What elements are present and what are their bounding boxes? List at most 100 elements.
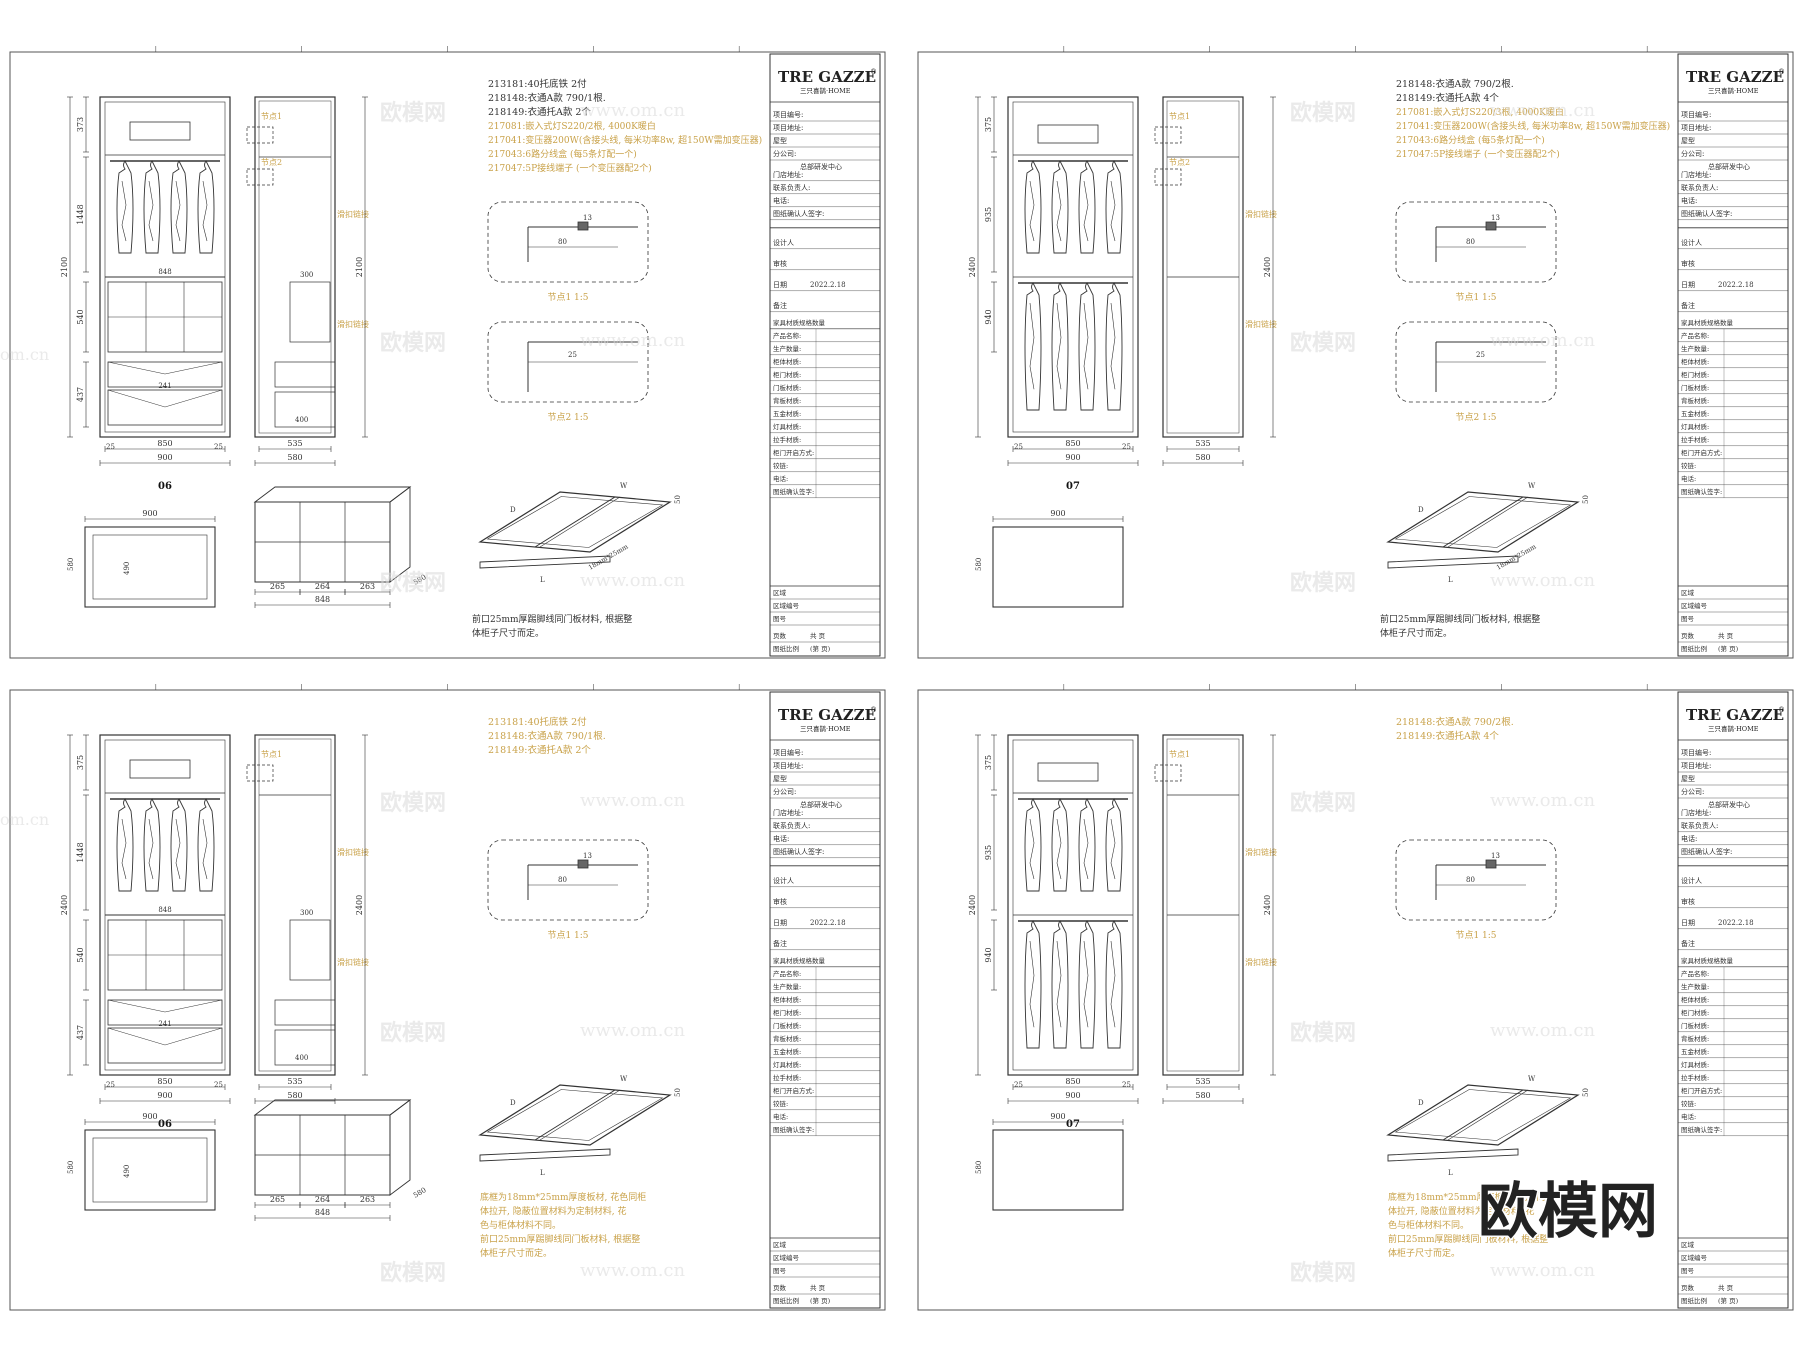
title-block-row: 日期: [1681, 919, 1695, 927]
watermark-brand: 欧模网: [380, 1020, 446, 1046]
title-block-row: 屋型: [1681, 774, 1695, 783]
parts-list-item: 213181:40托底铁 2付: [488, 716, 587, 728]
side-outline: [1162, 96, 1244, 438]
dimension-label: 848: [315, 1208, 330, 1217]
hinge-label-1: 滑扣链接: [337, 847, 369, 857]
dimension-label: 2400: [968, 895, 977, 915]
plan-outline: [992, 1129, 1124, 1211]
title-block-center: 总部研发中心: [1708, 162, 1750, 171]
dimension-label: 13: [583, 214, 592, 222]
hanger-icon: [116, 160, 134, 254]
title-block-row: 背板材质:: [773, 396, 801, 405]
sheet-panel-2: TRE GAZZE®三只喜鹊·HOME项目编号:项目地址:屋型分公司:总部研发中…: [917, 46, 1794, 659]
hanger-fold: [1029, 302, 1035, 390]
node-detail-frame: [1395, 839, 1557, 921]
hanger-outline: [143, 798, 161, 892]
hinge-label-2: 滑扣链接: [1245, 319, 1277, 329]
cabinet-inner: [1012, 101, 1134, 433]
drawing-line: [164, 361, 223, 375]
cabinet-inner: [1012, 739, 1134, 1071]
title-block-row: 区域: [773, 1240, 787, 1249]
hanger-outline: [1078, 160, 1096, 254]
frame-label-height: 50: [674, 1088, 682, 1097]
dimension-label: 900: [157, 453, 172, 462]
dimension-label: 437: [76, 387, 85, 402]
panel-border: [917, 689, 1794, 1311]
cube-side: [389, 486, 411, 583]
watermark-brand: 欧模网: [380, 790, 446, 816]
title-block-row: 图号: [773, 1267, 787, 1275]
rail-clip: [577, 221, 589, 231]
hanger-outline: [1024, 920, 1042, 1049]
title-block: TRE GAZZE®三只喜鹊·HOME项目编号:项目地址:屋型分公司:总部研发中…: [769, 691, 881, 1309]
lighting-list-item: 217043:6路分线盒 (每5条灯配一个): [1396, 134, 1545, 146]
kickplate: [1387, 1148, 1519, 1162]
hanger-fold: [121, 180, 127, 242]
title-block-row: 图纸确认签字:: [773, 487, 814, 496]
title-block-row: 图纸确认人签字:: [1681, 847, 1732, 856]
node-label-1: 节点1: [1169, 112, 1190, 121]
title-block-value: (第 页): [1718, 1296, 1739, 1305]
side-outline: [1162, 734, 1244, 1076]
dimension-label: 900: [1065, 453, 1080, 462]
hanger-outline: [116, 798, 134, 892]
title-block-row: 门店地址:: [773, 808, 803, 817]
side-drawer: [289, 281, 331, 343]
frame-label-w: W: [1528, 482, 1536, 490]
storage-box: [1037, 762, 1099, 782]
hanger-icon: [1105, 160, 1123, 254]
title-block-header: 家具材质规格数量: [1681, 956, 1734, 965]
parts-list-item: 218149:衣通托A款 4个: [1396, 92, 1499, 104]
title-block-row: 图纸比例: [773, 1296, 799, 1305]
hanger-icon: [143, 160, 161, 254]
node-detail-frame: [1395, 201, 1557, 283]
title-block-row: 审核: [1681, 259, 1695, 268]
hanger-outline: [1078, 798, 1096, 892]
hanger-outline: [1051, 282, 1069, 411]
title-block-row: 图纸比例: [773, 644, 799, 653]
rail-clip: [1485, 221, 1497, 231]
frame-label-w: W: [620, 1075, 628, 1083]
title-block-frame: [769, 691, 881, 1309]
title-block-row: 区域: [1681, 1240, 1695, 1249]
watermark-site: www.om.cn: [580, 790, 686, 811]
dimension-label: 1448: [76, 204, 85, 224]
side-drawer: [274, 391, 336, 428]
node-label-2: 节点2: [1169, 158, 1190, 167]
hanger-icon: [1078, 798, 1096, 892]
watermark-brand: 欧模网: [1290, 1260, 1356, 1286]
dimension-label: 900: [1050, 509, 1065, 518]
node-label-1: 节点1: [1169, 750, 1190, 759]
hanger-fold: [202, 180, 208, 242]
hanger-icon: [143, 798, 161, 892]
dimension-label: 375: [76, 755, 85, 770]
node-detail-frame: [1395, 321, 1557, 403]
dimension-label: 2400: [968, 257, 977, 277]
dimension-label: 375: [984, 755, 993, 770]
dimension-label: 265: [270, 582, 285, 591]
dimension-label: 25: [1014, 443, 1023, 451]
side-drawer: [274, 361, 336, 388]
title-block-row: 拉手材质:: [773, 435, 801, 444]
dimension-label: 900: [142, 509, 157, 518]
frame-outer: [1386, 1084, 1580, 1146]
title-block-frame: [769, 53, 881, 657]
hanger-outline: [1078, 920, 1096, 1049]
hanger-icon: [1078, 282, 1096, 411]
parts-list-item: 218149:衣通托A款 4个: [1396, 730, 1499, 742]
cabinet-inner: [104, 739, 226, 1071]
sheet-panel-1: TRE GAZZE®三只喜鹊·HOME项目编号:项目地址:屋型分公司:总部研发中…: [9, 46, 886, 659]
drawing-line: [107, 1027, 166, 1046]
title-block-row: 审核: [773, 897, 787, 906]
watermark-site: www.om.cn: [580, 570, 686, 591]
title-block-row: 电话:: [1681, 834, 1697, 843]
title-block-value: (第 页): [810, 1296, 831, 1305]
watermark-site: www.om.cn: [580, 330, 686, 351]
title-block-row: 图号: [1681, 1267, 1695, 1275]
